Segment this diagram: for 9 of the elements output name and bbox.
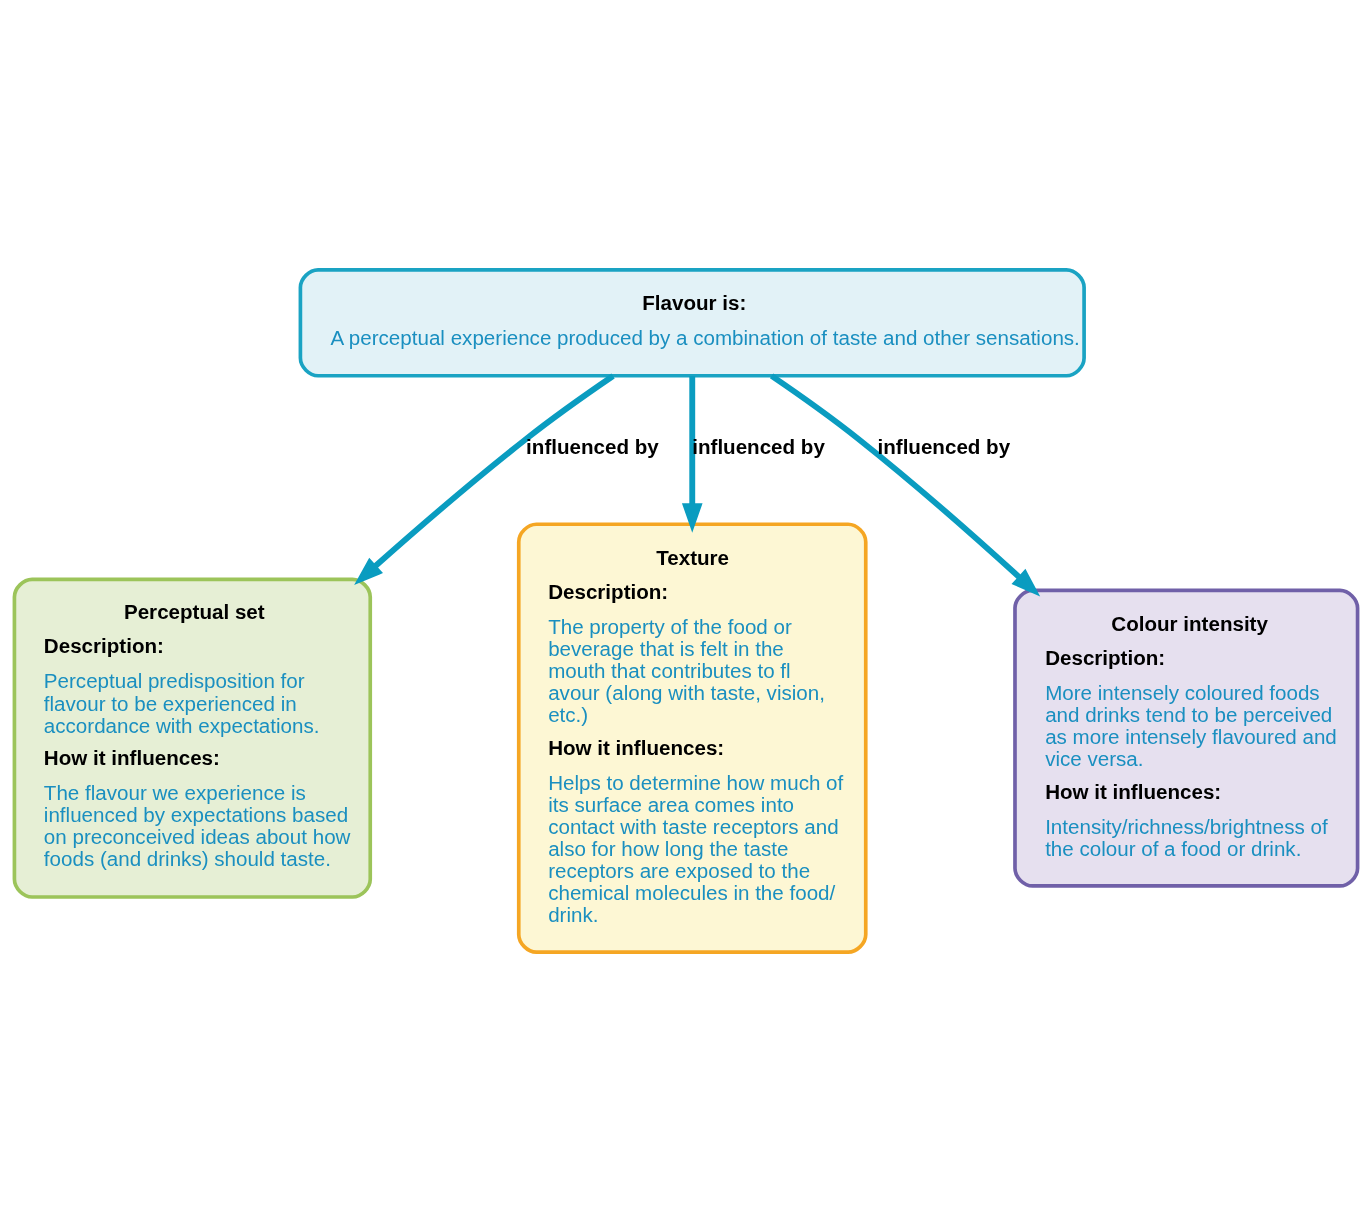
node-box: Texture Description: The property of the food or beverage that is felt in the mouth that contributes to fl avour (along with taste, vision, etc.) How it influences: Helps to determine how much of its surface area comes into contact with taste receptors and also for how long the taste receptors are exposed to the chemical molecules in the food/ drink. xyxy=(516,522,868,954)
arrow xyxy=(681,376,703,533)
edge-label: influenced by xyxy=(877,434,1011,458)
edge-label: influenced by xyxy=(526,434,659,458)
node-box: Perceptual set Description: Perceptual predisposition for flavour to be experienced in accordance with expectations. How it influences: The flavour we experience is influenced by expectations based on preconceived ideas about how foods (and drinks) should taste. xyxy=(12,577,373,899)
node-box: Colour intensity Description: More intensely coloured foods and drinks tend to be perceived as more intensely flavoured and vice versa. How it influences: Intensity/richness/brightness of the colour of a food or drink. xyxy=(1013,588,1360,888)
arrow xyxy=(354,373,615,586)
arrow xyxy=(769,373,1041,597)
node-box: Flavour is: A perceptual experience produced by a combination of taste and other sensations. xyxy=(298,268,1086,378)
